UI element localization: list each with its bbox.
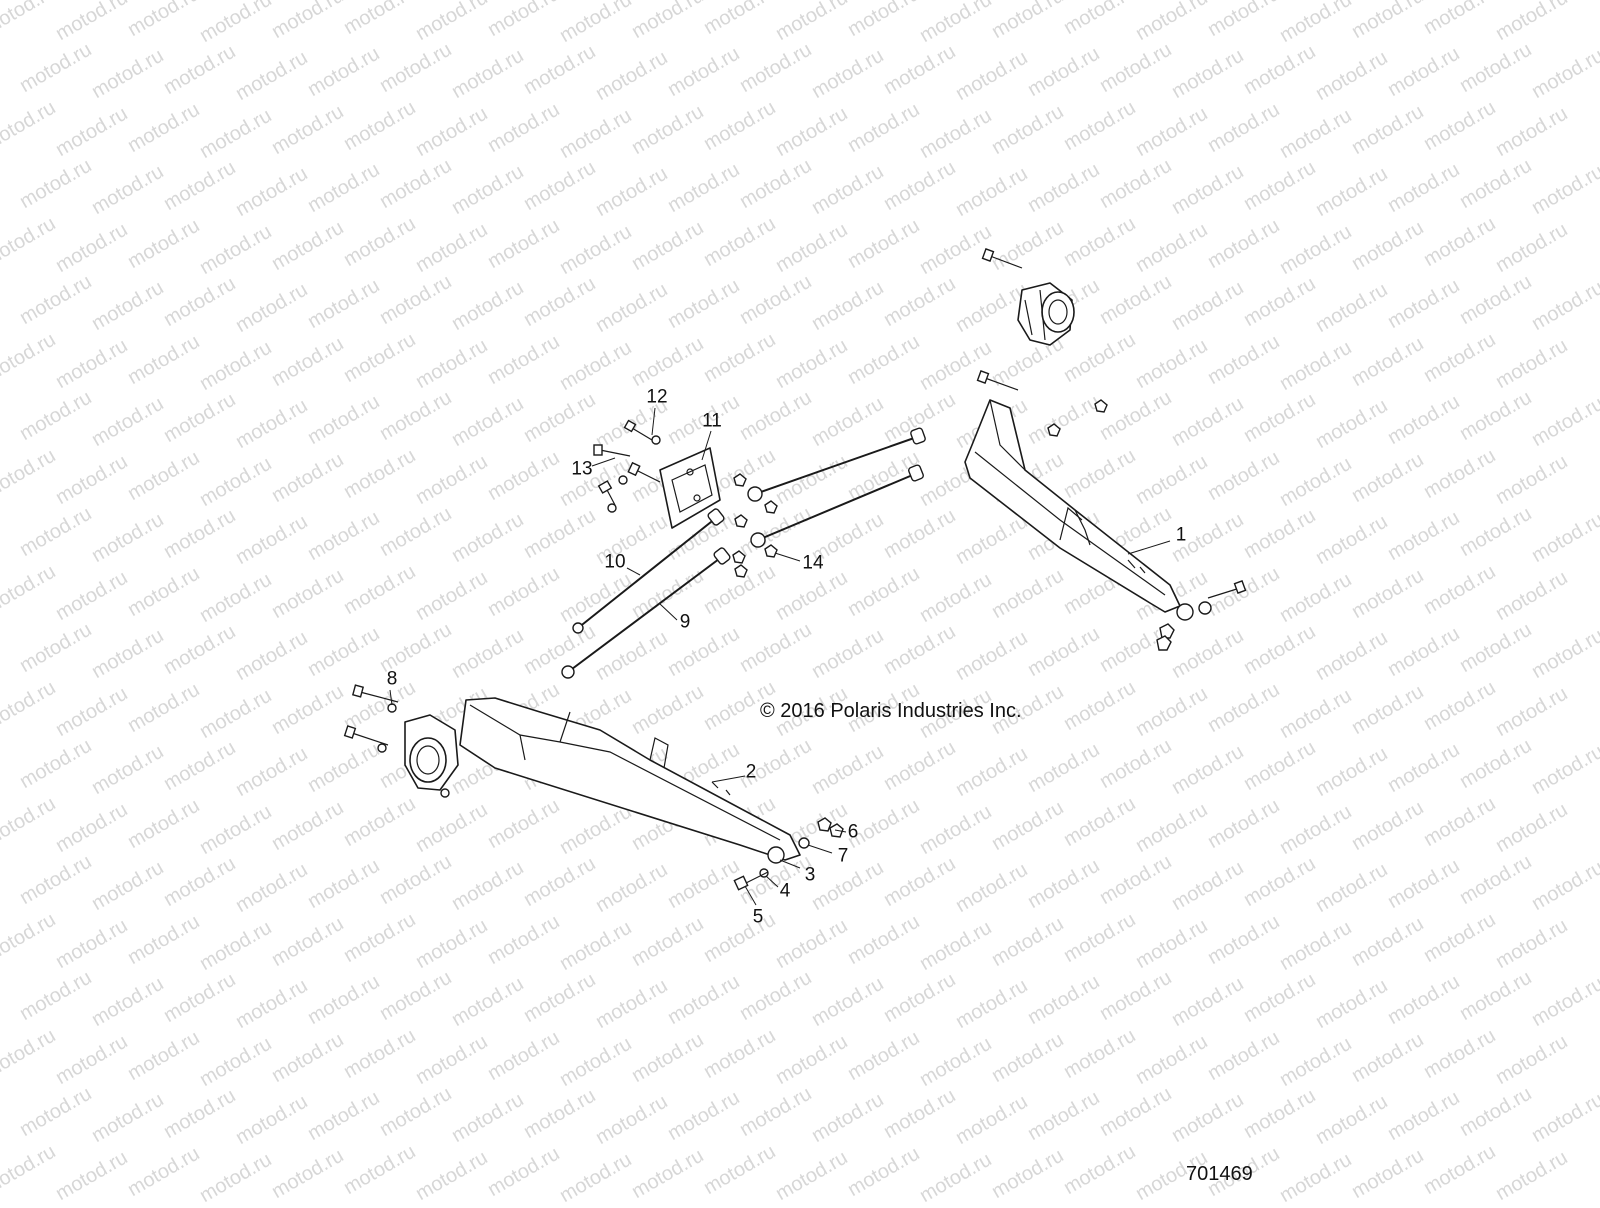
nut-right-b <box>1156 635 1172 651</box>
bolt-13c <box>597 480 616 506</box>
bolt-12 <box>623 419 653 441</box>
nut-13b <box>607 503 617 513</box>
bolt-left-lower <box>343 725 389 746</box>
bushing-3 <box>767 846 785 864</box>
callout-9: 9 <box>679 611 691 633</box>
radius-rod-14 <box>750 464 924 548</box>
nut-13 <box>618 475 628 485</box>
washer-7 <box>798 837 810 849</box>
bolt-left-upper <box>351 684 399 703</box>
trailing-arm-right <box>964 399 1181 613</box>
nut-6 <box>817 817 832 832</box>
callout-12: 12 <box>646 386 668 408</box>
washer-left-lower <box>377 743 387 753</box>
washer-left-upper <box>387 703 397 713</box>
trailing-arm-left <box>459 697 801 861</box>
washer-right <box>1198 601 1212 615</box>
callout-10: 10 <box>604 551 626 573</box>
rod-nut-b <box>764 500 778 514</box>
bearing-carrier-right <box>1017 282 1075 346</box>
bracket-11 <box>659 447 721 529</box>
callout-3: 3 <box>804 864 816 886</box>
copyright-notice: © 2016 Polaris Industries Inc. <box>760 700 1022 722</box>
callout-4: 4 <box>779 880 791 902</box>
callout-13: 13 <box>571 458 593 480</box>
bolt-right-upper <box>981 248 1023 269</box>
figure-number: 701469 <box>1186 1163 1253 1185</box>
rod-nut-e <box>734 564 748 578</box>
nut-12 <box>651 435 661 445</box>
bolt-13b <box>627 461 661 483</box>
callout-8: 8 <box>386 668 398 690</box>
callout-2: 2 <box>745 761 757 783</box>
callout-7: 7 <box>837 845 849 867</box>
radius-rod-9 <box>561 547 731 679</box>
bolt-13a <box>593 444 631 457</box>
rod-nut-f <box>764 544 778 558</box>
rod-nut-a <box>733 473 747 487</box>
callout-1: 1 <box>1175 524 1187 546</box>
callout-11: 11 <box>702 410 722 432</box>
nut-right-d <box>1047 423 1061 437</box>
nut-left-hub <box>440 788 450 798</box>
rod-nut-c <box>734 514 748 528</box>
radius-rod-10 <box>572 508 725 634</box>
rod-nut-d <box>732 550 746 564</box>
bearing-carrier-left <box>404 714 459 791</box>
bolt-right-rear <box>1207 580 1247 599</box>
callout-6: 6 <box>847 821 859 843</box>
bolt-right-lower <box>976 370 1019 391</box>
bolt-5 <box>733 871 769 891</box>
leader-lines <box>389 407 1171 906</box>
bushing-right <box>1176 603 1194 621</box>
radius-rod-upper-right <box>747 427 926 502</box>
nut-right-c <box>1094 399 1108 413</box>
nut-right-a <box>1159 623 1175 639</box>
callout-5: 5 <box>752 906 764 928</box>
callout-14: 14 <box>802 552 824 574</box>
